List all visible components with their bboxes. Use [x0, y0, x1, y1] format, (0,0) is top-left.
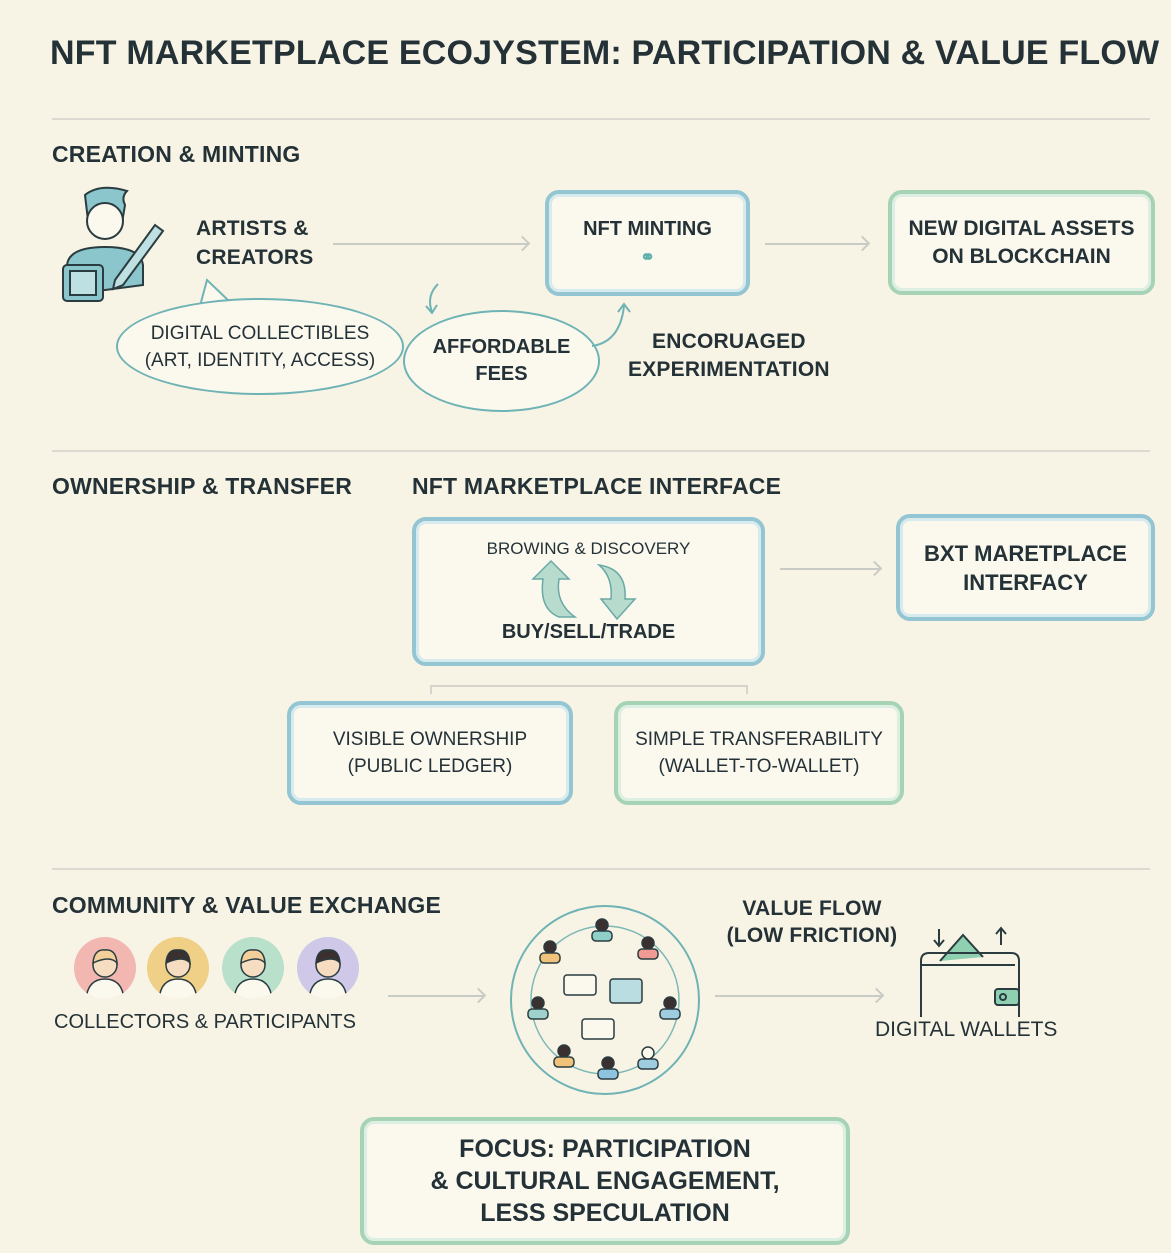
arrow: [780, 568, 880, 570]
visible-ownership-box: VISIBLE OWNERSHIP(PUBLIC LEDGER): [287, 701, 573, 805]
wallets-label: DIGITAL WALLETS: [875, 1018, 1058, 1041]
nft-minting-box: NFT MINTING ⚭: [545, 190, 750, 296]
page-title: NFT MARKETPLACE ECOJYSTEM: PARTICIPATION…: [50, 34, 1160, 72]
cycle-arrows-icon: [530, 559, 637, 621]
participant-avatar: [147, 937, 209, 999]
participant-avatar: [74, 937, 136, 999]
collectibles-bubble: DIGITAL COLLECTIBLES(ART, IDENTITY, ACCE…: [116, 298, 404, 395]
artists-label: ARTISTS &CREATORS: [196, 217, 314, 269]
collectors-label: COLLECTORS & PARTICIPANTS: [54, 1011, 356, 1033]
participant-avatar: [297, 937, 359, 999]
nft-minting-label: NFT MINTING: [583, 218, 712, 240]
divider: [52, 118, 1150, 120]
bracket-connector: [430, 685, 748, 694]
interface-heading: NFT MARKETPLACE INTERFACE: [412, 473, 782, 499]
divider: [52, 868, 1150, 870]
arrow: [388, 995, 484, 997]
participant-avatar: [222, 937, 284, 999]
section-heading-creation: CREATION & MINTING: [52, 141, 301, 167]
arrow: [333, 243, 528, 245]
divider: [52, 450, 1150, 452]
blockchain-icon: ⚭: [639, 247, 656, 267]
arrow: [715, 995, 882, 997]
focus-box: FOCUS: PARTICIPATION& CULTURAL ENGAGEMEN…: [360, 1117, 850, 1245]
wallet-icon: [920, 926, 1020, 1017]
section-heading-community: COMMUNITY & VALUE EXCHANGE: [52, 892, 441, 918]
artist-icon: [62, 186, 165, 302]
browsing-box: BROWING & DISCOVERY BUY/SELL/TRADE: [412, 517, 765, 666]
browsing-label: BROWING & DISCOVERY: [486, 539, 691, 558]
curved-arrows: [425, 283, 631, 347]
section-heading-ownership: OWNERSHIP & TRANSFER: [52, 473, 353, 499]
trade-label: BUY/SELL/TRADE: [501, 621, 676, 643]
arrow: [765, 243, 868, 245]
transferability-box: SIMPLE TRANSFERABILITY(WALLET-TO-WALLET): [614, 701, 904, 805]
community-circle-icon: [510, 905, 700, 1095]
value-flow-label: VALUE FLOW(LOW FRICTION): [726, 897, 898, 947]
